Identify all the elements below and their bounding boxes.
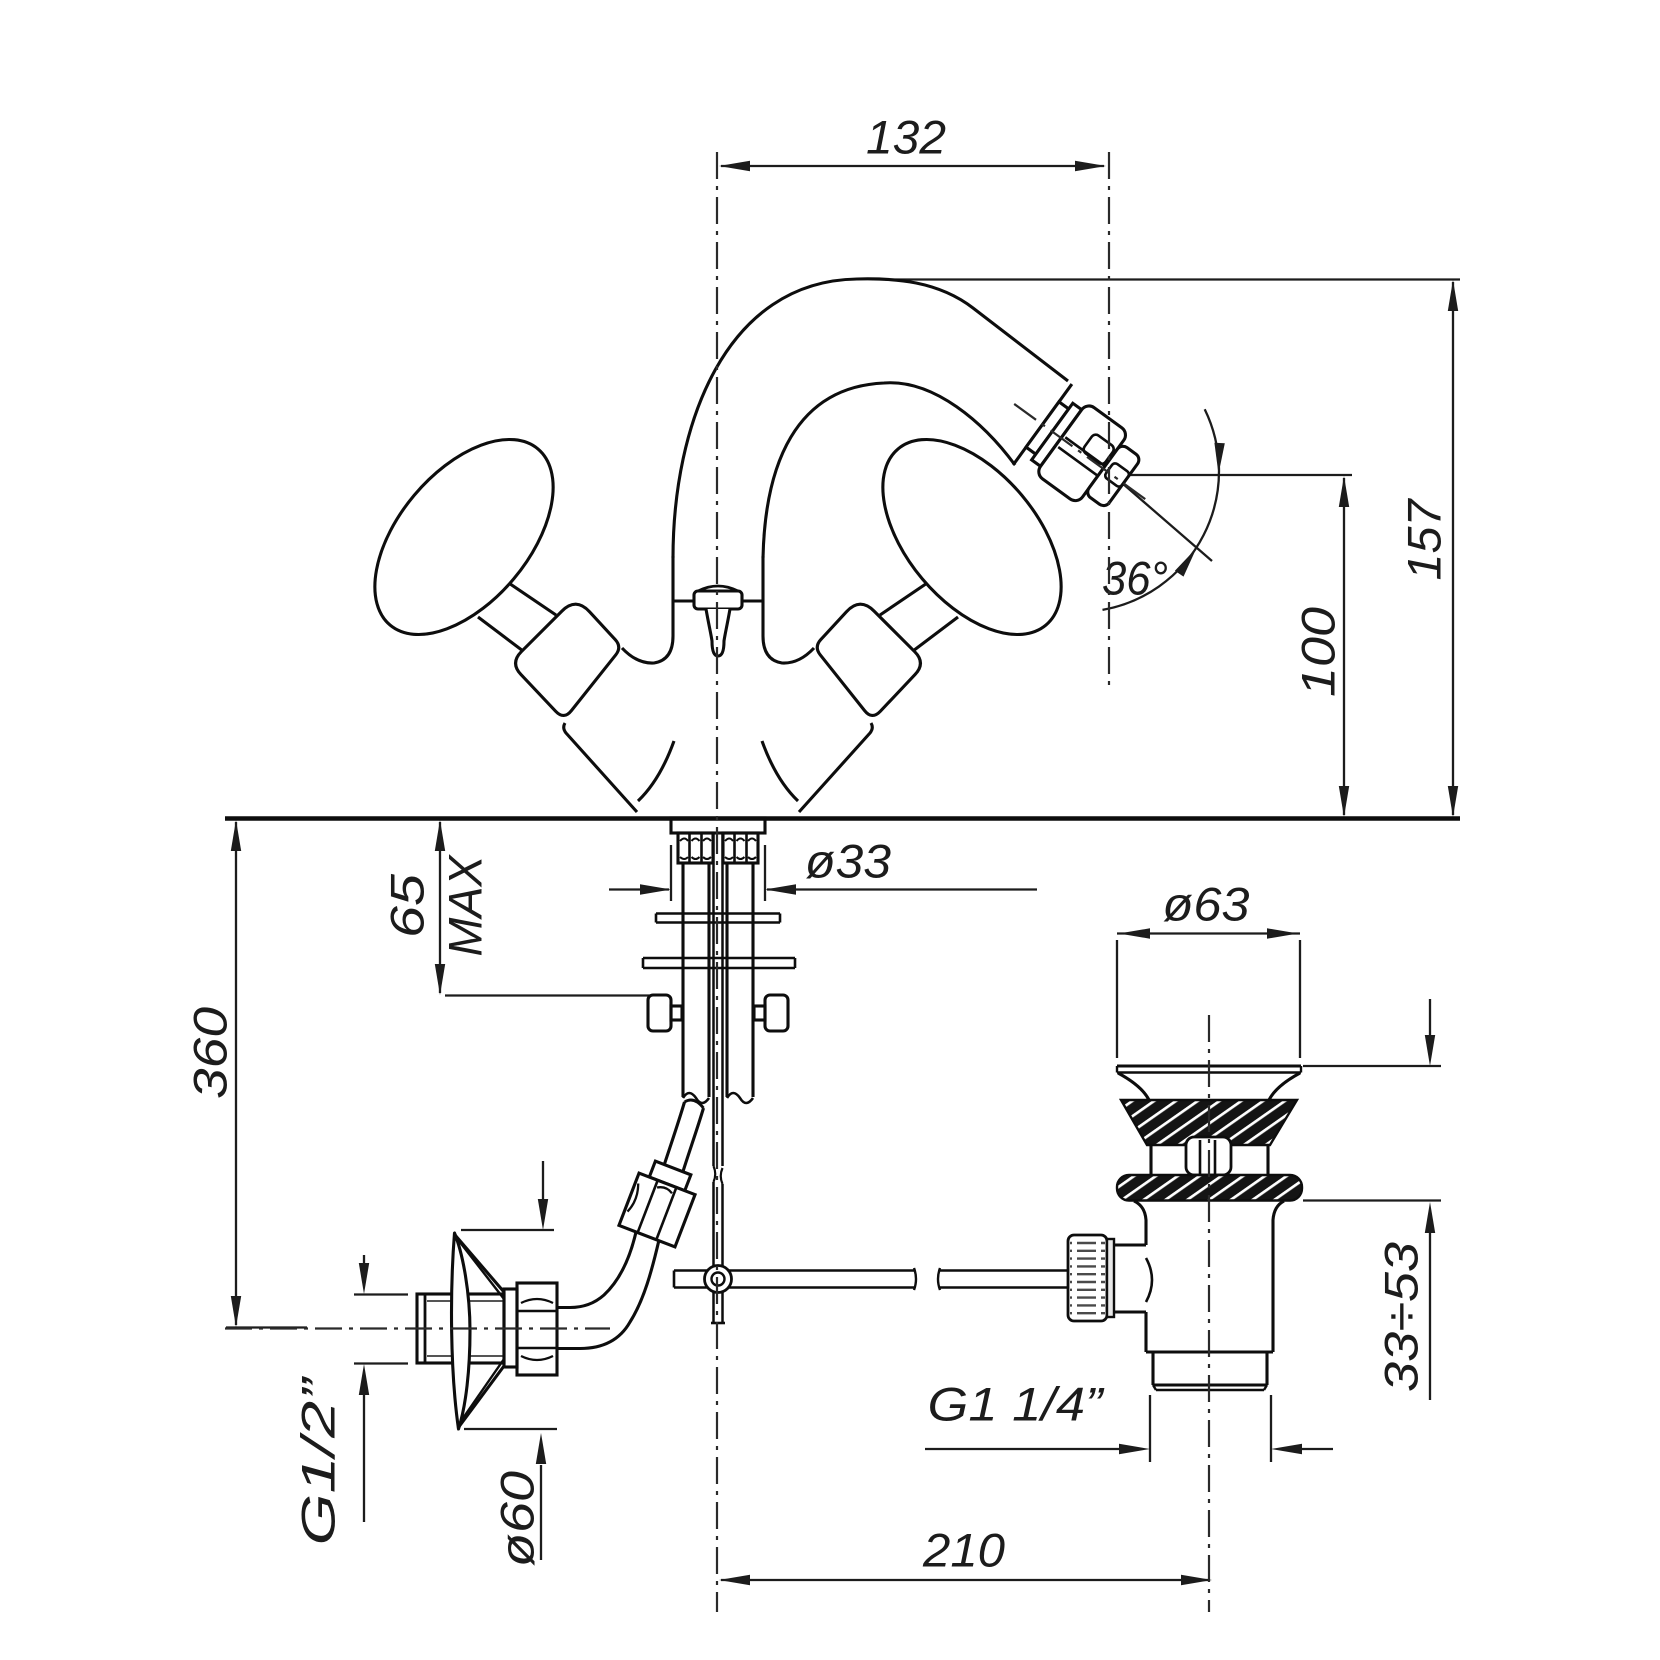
svg-text:100: 100 xyxy=(1292,607,1345,697)
svg-text:G1/2”: G1/2” xyxy=(292,1375,345,1545)
svg-text:MAX: MAX xyxy=(439,854,492,957)
svg-text:33÷53: 33÷53 xyxy=(1375,1242,1428,1392)
svg-text:G1 1/4”: G1 1/4” xyxy=(928,1378,1106,1431)
svg-text:360: 360 xyxy=(184,1007,237,1099)
svg-text:ø60: ø60 xyxy=(491,1471,544,1567)
svg-text:210: 210 xyxy=(922,1524,1005,1577)
svg-text:132: 132 xyxy=(866,111,946,164)
svg-text:ø33: ø33 xyxy=(805,835,891,888)
svg-text:65: 65 xyxy=(381,873,434,938)
svg-text:ø63: ø63 xyxy=(1163,878,1250,931)
svg-text:36°: 36° xyxy=(1102,552,1168,605)
svg-text:157: 157 xyxy=(1398,498,1451,581)
